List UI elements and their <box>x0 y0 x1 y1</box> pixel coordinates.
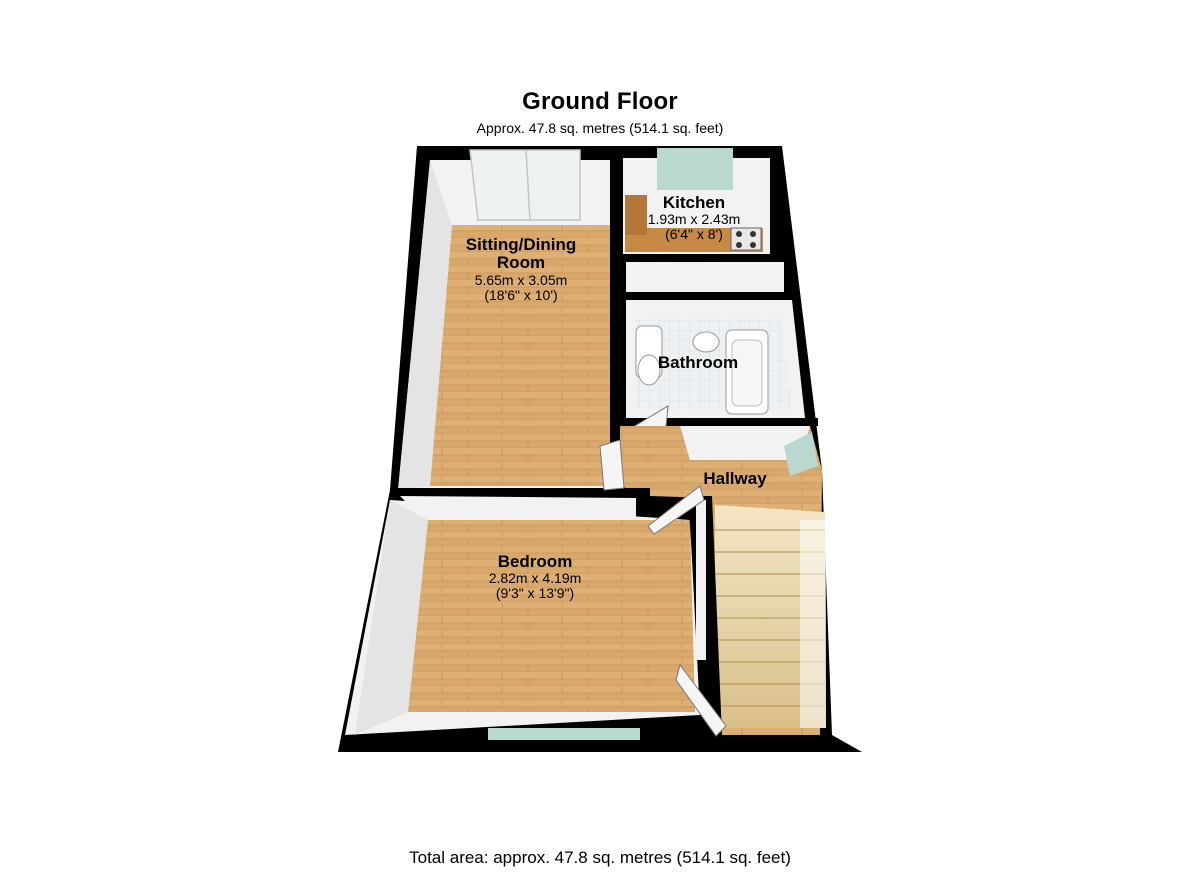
basin <box>692 331 720 353</box>
entrance-door <box>675 663 727 737</box>
sitting-dining-room <box>398 149 612 490</box>
cupboard <box>626 262 784 292</box>
floor-title: Ground Floor <box>522 88 678 115</box>
bedroom <box>345 500 700 740</box>
kitchen <box>623 148 770 254</box>
kitchen-window <box>657 148 733 190</box>
bathroom-name: Bathroom <box>657 353 739 372</box>
label-bedroom: Bedroom 2.82m x 4.19m (9'3" x 13'9") <box>470 552 600 602</box>
kitchen-metric: 1.93m x 2.43m <box>647 211 741 228</box>
bedroom-imperial: (9'3" x 13'9") <box>495 585 575 602</box>
bedroom-door <box>647 485 705 535</box>
bedroom-metric: 2.82m x 4.19m <box>488 570 582 587</box>
bedroom-name: Bedroom <box>497 552 573 571</box>
kitchen-name: Kitchen <box>662 193 726 212</box>
floor-area: Approx. 47.8 sq. metres (514.1 sq. feet) <box>476 120 724 136</box>
hallway-name: Hallway <box>703 469 767 488</box>
sitting-room-imperial: (18'6" x 10') <box>484 286 558 303</box>
label-kitchen: Kitchen 1.93m x 2.43m (6'4" x 8') <box>624 193 764 243</box>
total-area: Total area: approx. 47.8 sq. metres (514… <box>409 848 791 867</box>
bedroom-window <box>488 728 640 740</box>
front-door-window <box>784 432 818 476</box>
kitchen-imperial: (6'4" x 8') <box>665 226 723 243</box>
hallway-door <box>599 439 625 491</box>
bathroom <box>626 300 805 418</box>
sitting-room-name-line2: Room <box>496 253 546 273</box>
label-hallway: Hallway <box>690 469 780 488</box>
label-bathroom: Bathroom <box>638 353 758 372</box>
staircase <box>715 505 826 728</box>
sitting-room-metric: 5.65m x 3.05m <box>474 271 568 288</box>
label-sitting-dining-room: Sitting/Dining Room 5.65m x 3.05m (18'6"… <box>436 235 606 303</box>
sitting-room-name-line1: Sitting/Dining <box>465 235 577 254</box>
patio-doors <box>469 149 581 221</box>
